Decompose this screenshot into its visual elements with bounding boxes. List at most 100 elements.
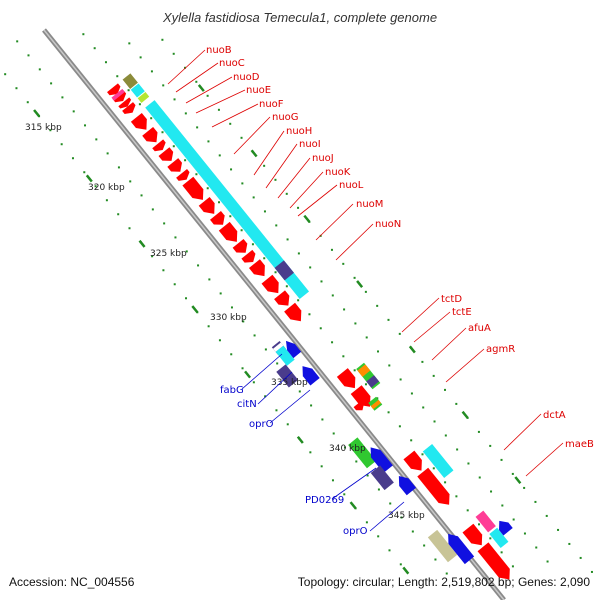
guide-dot xyxy=(434,558,437,561)
gene-band-navy xyxy=(370,465,394,491)
guide-dot xyxy=(343,493,346,496)
leader-line xyxy=(195,89,246,114)
cds-arrow-forward xyxy=(462,523,483,546)
gene-label[interactable]: nuoH xyxy=(286,126,312,137)
guide-dot xyxy=(49,129,52,132)
guide-dot xyxy=(230,168,233,171)
guide-dot xyxy=(242,320,245,323)
guide-dot xyxy=(411,530,414,533)
gene-label[interactable]: tctE xyxy=(452,307,472,318)
gene-label[interactable]: tctD xyxy=(441,294,462,305)
gene-band-khaki xyxy=(427,529,458,563)
guide-dot xyxy=(83,171,86,174)
guide-dot xyxy=(511,472,514,475)
guide-dot xyxy=(185,297,188,300)
guide-dot xyxy=(206,187,209,190)
kbp-label: 340 kbp xyxy=(329,444,366,454)
guide-dot xyxy=(38,68,41,71)
scale-tick xyxy=(356,280,364,288)
guide-dot xyxy=(174,236,177,239)
guide-dot xyxy=(263,164,266,167)
gene-band-cyan xyxy=(422,443,454,478)
gene-label[interactable]: maeB xyxy=(565,439,594,450)
guide-dot xyxy=(93,47,96,50)
guide-dot xyxy=(445,572,448,575)
guide-dot xyxy=(534,500,537,503)
gene-label[interactable]: nuoN xyxy=(375,219,401,230)
gene-band-lime xyxy=(137,92,150,103)
cds-arrow-forward xyxy=(248,259,265,277)
gene-label[interactable]: afuA xyxy=(468,323,491,334)
guide-dot xyxy=(377,488,380,491)
guide-dot xyxy=(388,549,391,552)
leader-line xyxy=(167,49,206,85)
gene-label[interactable]: nuoM xyxy=(356,199,383,210)
cds-arrow-forward xyxy=(122,102,136,114)
guide-dot xyxy=(410,392,413,395)
leader-line xyxy=(211,103,259,128)
guide-dot xyxy=(252,196,255,199)
guide-dot xyxy=(161,38,164,41)
scale-tick xyxy=(402,566,410,575)
gene-label[interactable]: nuoB xyxy=(206,45,232,56)
guide-dot xyxy=(366,474,369,477)
gene-band-green xyxy=(356,362,381,390)
leader-line xyxy=(253,130,285,176)
gene-label[interactable]: dctA xyxy=(543,410,566,421)
leader-line xyxy=(233,116,271,155)
guide-dot xyxy=(61,96,64,99)
guide-dot xyxy=(308,313,311,316)
guide-dot xyxy=(50,82,53,85)
gene-label[interactable]: nuoI xyxy=(299,139,321,150)
gene-label[interactable]: nuoG xyxy=(272,112,299,123)
guide-dot xyxy=(319,327,322,330)
guide-dot xyxy=(421,360,424,363)
guide-dot xyxy=(286,238,289,241)
leader-line xyxy=(431,327,467,361)
guide-dot xyxy=(195,173,198,176)
gene-label[interactable]: citN xyxy=(237,399,257,410)
leader-line xyxy=(331,467,377,500)
gene-label[interactable]: nuoE xyxy=(246,85,271,96)
gene-label[interactable]: nuoD xyxy=(233,72,260,83)
guide-dot xyxy=(467,462,470,465)
guide-dot xyxy=(229,215,232,218)
kbp-label: 345 kbp xyxy=(388,511,425,521)
cds-arrow-reverse xyxy=(285,340,302,359)
gene-label[interactable]: nuoF xyxy=(259,99,284,110)
gene-band-green xyxy=(348,437,377,469)
guide-dot xyxy=(95,138,98,141)
guide-dot xyxy=(82,33,85,36)
gene-label[interactable]: agmR xyxy=(486,344,515,355)
gene-band-pink xyxy=(475,510,496,533)
gene-label[interactable]: oprO xyxy=(343,526,368,537)
guide-dot xyxy=(309,451,312,454)
guide-dot xyxy=(27,54,30,57)
guide-dot xyxy=(172,145,175,148)
guide-dot xyxy=(117,166,120,169)
gene-label[interactable]: oprO xyxy=(249,419,274,430)
gene-label[interactable]: nuoJ xyxy=(312,153,334,164)
cds-arrow-forward xyxy=(284,302,302,322)
gene-label[interactable]: fabG xyxy=(220,385,244,396)
gene-label[interactable]: nuoL xyxy=(339,180,364,191)
gene-label[interactable]: nuoC xyxy=(219,58,245,69)
cds-arrow-forward xyxy=(158,147,174,161)
guide-dot xyxy=(208,278,211,281)
guide-dot xyxy=(197,264,200,267)
guide-dot xyxy=(241,367,244,370)
guide-dot xyxy=(400,516,403,519)
guide-dot xyxy=(364,383,367,386)
guide-dot xyxy=(240,136,243,139)
scale-tick xyxy=(250,149,258,158)
gene-label[interactable]: nuoK xyxy=(325,167,351,178)
scale-tick xyxy=(85,174,93,183)
guide-dot xyxy=(433,420,436,423)
guide-dot xyxy=(535,546,538,549)
guide-dot xyxy=(285,285,288,288)
guide-dot xyxy=(376,304,379,307)
guide-dot xyxy=(353,276,356,279)
guide-dot xyxy=(398,425,401,428)
gene-label[interactable]: PD0269 xyxy=(305,495,344,506)
